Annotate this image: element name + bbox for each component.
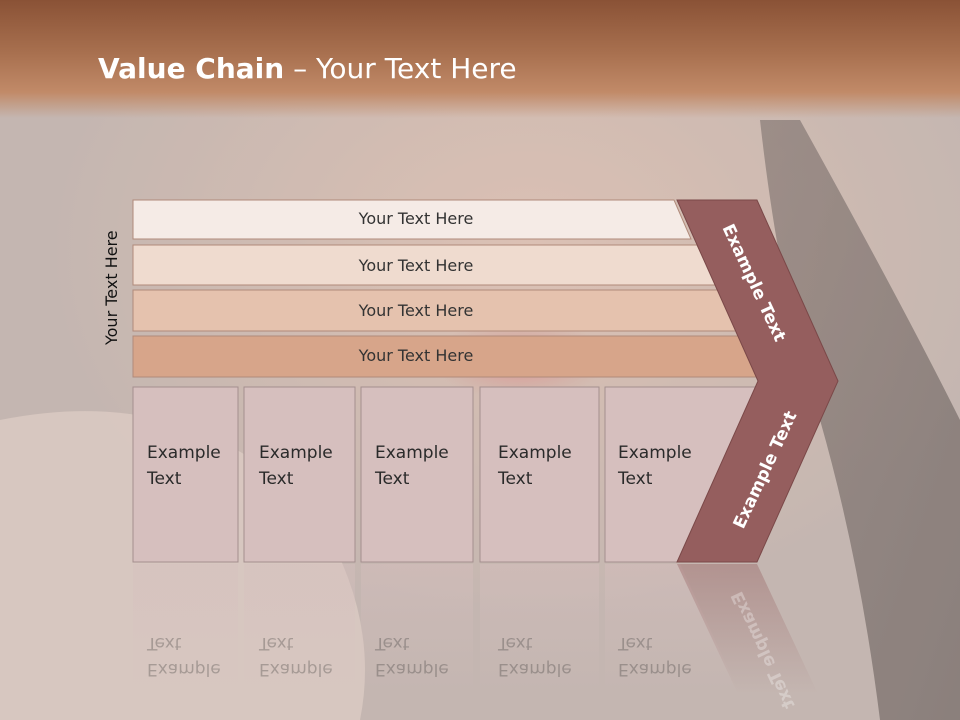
chevron-arrow [676,199,839,563]
card-reflection-5 [605,564,740,694]
card-3-line2: Text [375,469,410,489]
card-reflection-1 [133,564,238,694]
card-5-reflect-line2: Text [618,633,653,653]
card-3-line1: Example [375,443,449,463]
card-1-line1: Example [147,443,221,463]
card-5-reflect-line1: Example [618,659,692,679]
row-label-2: Your Text Here [358,256,474,275]
card-reflection-2 [244,564,355,694]
row-bar-1 [132,199,692,240]
card-reflect-text-5: Example Text [618,630,713,682]
card-box-2 [243,386,356,563]
card-5-line2: Text [618,469,653,489]
row-label-4: Your Text Here [358,346,474,365]
card-2-line2: Text [259,469,294,489]
page-title: Value Chain – Your Text Here [98,52,517,85]
header-band [0,0,960,118]
card-4-reflect-line1: Example [498,659,572,679]
card-4-line1: Example [498,443,572,463]
card-4-reflect-line2: Text [498,633,533,653]
card-3-reflect-line2: Text [375,633,410,653]
row-label-3: Your Text Here [358,301,474,320]
card-reflection-4 [480,564,599,694]
title-rest: – Your Text Here [284,52,517,85]
card-2-reflect-line2: Text [259,633,294,653]
title-bold: Value Chain [98,52,285,85]
card-reflection-3 [361,564,473,694]
card-2-reflect-line1: Example [259,659,333,679]
card-1-reflect-line1: Example [147,659,221,679]
card-box-3 [360,386,474,563]
card-1-reflect-line2: Text [147,633,182,653]
card-2-line1: Example [259,443,333,463]
card-1-line2: Text [147,469,182,489]
card-reflect-text-3: Example Text [375,630,470,682]
card-reflect-text-2: Example Text [259,630,354,682]
card-reflect-text-4: Example Text [498,630,593,682]
card-box-1 [132,386,239,563]
chevron-reflection [677,564,818,694]
row-label-1: Your Text Here [358,209,474,228]
card-5-line1: Example [618,443,692,463]
card-reflect-text-1: Example Text [147,630,242,682]
card-4-line2: Text [498,469,533,489]
card-box-4 [479,386,600,563]
card-3-reflect-line1: Example [375,659,449,679]
